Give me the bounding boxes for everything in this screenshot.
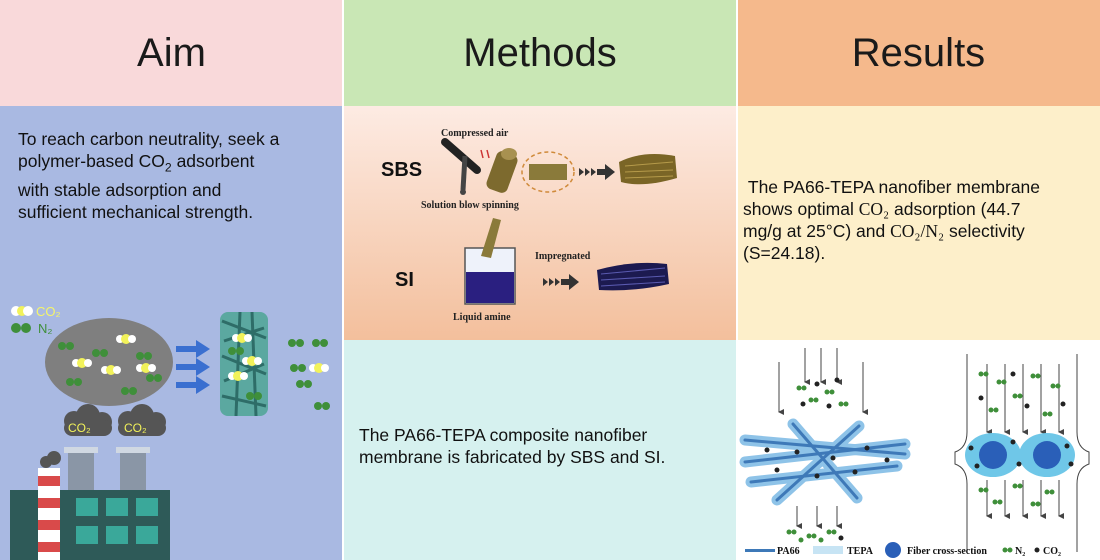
results-diagram-panel: PA66 TEPA Fiber cross-section N₂ CO₂ [737,340,1100,560]
fiber-dipping [481,218,501,258]
results-header: Results [737,0,1100,106]
aim-text: To reach carbon neutrality, seek a polym… [18,128,336,223]
methods-title: Methods [463,30,617,75]
sbs-arrow [579,164,615,180]
collector-roller [486,148,518,193]
spinning-nozzle [441,138,490,195]
left-co2-captured [764,445,890,479]
exit-co2 [309,363,329,373]
cloud-co2-label-1: CO₂ [68,421,91,435]
legend-pa66-swatch [745,549,775,552]
right-n2-bottom [978,483,1055,507]
results-text: The PA66-TEPA nanofiber membrane shows o… [743,176,1095,264]
right-n2-top [978,371,1061,417]
aim-text-line-1: To reach carbon neutrality, seek a [18,129,280,149]
factory-chimneys [64,447,150,491]
results-text-line-1: The PA66-TEPA nanofiber membrane [747,177,1041,197]
left-co2-top [800,377,840,409]
fiber-sample [529,164,567,180]
left-n2-bottom [786,529,837,543]
si-label: SI [395,269,414,291]
smoke-cloud-2: CO₂ [118,404,166,436]
results-illustration: PA66 TEPA Fiber cross-section N₂ CO₂ [739,348,1090,558]
legend-pa66-label: PA66 [777,546,800,557]
right-co2-top [978,371,1066,409]
results-legend: PA66 TEPA Fiber cross-section N₂ CO₂ [745,542,1061,558]
methods-process-panel: SBS SI Compressed air Solution blow spin… [343,106,737,340]
si-arrow [543,274,579,290]
aim-text-line-3: with stable adsorption and [18,179,222,200]
legend-fiber-swatch [885,542,901,558]
left-n2-top [796,385,849,407]
impregnated-label: Impregnated [535,251,591,262]
amine-beaker [464,218,516,305]
gas-molecules [58,334,162,395]
aim-text-line-4: sufficient mechanical strength. [18,201,254,222]
liquid-amine-label: Liquid amine [453,312,511,323]
results-text-line-2: shows optimal CO₂ adsorption (44.7 [743,199,1021,219]
solution-blow-spinning-label: Solution blow spinning [421,200,519,211]
methods-summary-panel: The PA66-TEPA composite nanofiber membra… [343,340,737,560]
legend-n2: N₂ [11,321,52,336]
methods-text-line-2: membrane is fabricated by SBS and SI. [359,447,666,467]
legend-fiber-label: Fiber cross-section [907,546,987,557]
right-co2-captured [968,439,1074,469]
channel-walls [954,354,1090,552]
legend-co2: CO₂ [11,304,61,319]
divider-1 [342,0,344,560]
legend-n2-label: N₂ [38,321,52,336]
gas-mixture-ellipse [45,318,173,406]
right-flow-arrows-top [986,364,1064,435]
methods-illustration: SBS SI Compressed air Solution blow spin… [381,128,677,323]
fiber-membrane [220,311,268,417]
legend-co2-label: CO₂ [1043,546,1061,557]
divider-2 [736,0,738,560]
legend-co2-label: CO₂ [36,304,61,319]
methods-header: Methods [343,0,737,106]
methods-text-line-1: The PA66-TEPA composite nanofiber [359,425,648,445]
aim-panel: To reach carbon neutrality, seek a polym… [0,106,343,560]
factory-building [10,468,170,560]
compressed-air-label: Compressed air [441,128,509,139]
left-co2-bottom [838,535,844,541]
results-title: Results [851,30,986,75]
aim-text-line-2: polymer-based CO2 adsorbent [18,151,255,175]
aim-header: Aim [0,0,343,106]
exit-n2 [288,339,330,410]
aim-illustration: CO₂ N₂ [10,304,330,560]
smoke-cloud-1: CO₂ [64,404,112,436]
pa66-fibers [743,422,907,502]
left-flow-arrows-top [778,348,868,415]
left-flow-arrows-bottom [796,506,842,529]
right-flow-arrows-bottom [986,480,1064,519]
results-text-line-4: (S=24.18). [743,243,826,263]
si-membrane-texture [600,267,666,287]
aim-title: Aim [137,30,206,75]
legend-n2-label: N₂ [1015,546,1025,557]
results-text-line-3: mg/g at 25°C) and CO₂/N₂ selectivity [743,221,1025,241]
legend-tepa-label: TEPA [847,546,874,557]
cloud-co2-label-2: CO₂ [124,421,147,435]
sbs-membrane [619,154,677,185]
sbs-membrane-texture [624,161,674,179]
zoom-circle [521,151,575,193]
flow-arrows [176,340,210,394]
results-summary-panel: The PA66-TEPA nanofiber membrane shows o… [737,106,1100,340]
fiber-cross-sections [965,433,1075,477]
legend-tepa-swatch [813,546,843,554]
sbs-label: SBS [381,159,422,181]
methods-text: The PA66-TEPA composite nanofiber membra… [359,424,729,468]
